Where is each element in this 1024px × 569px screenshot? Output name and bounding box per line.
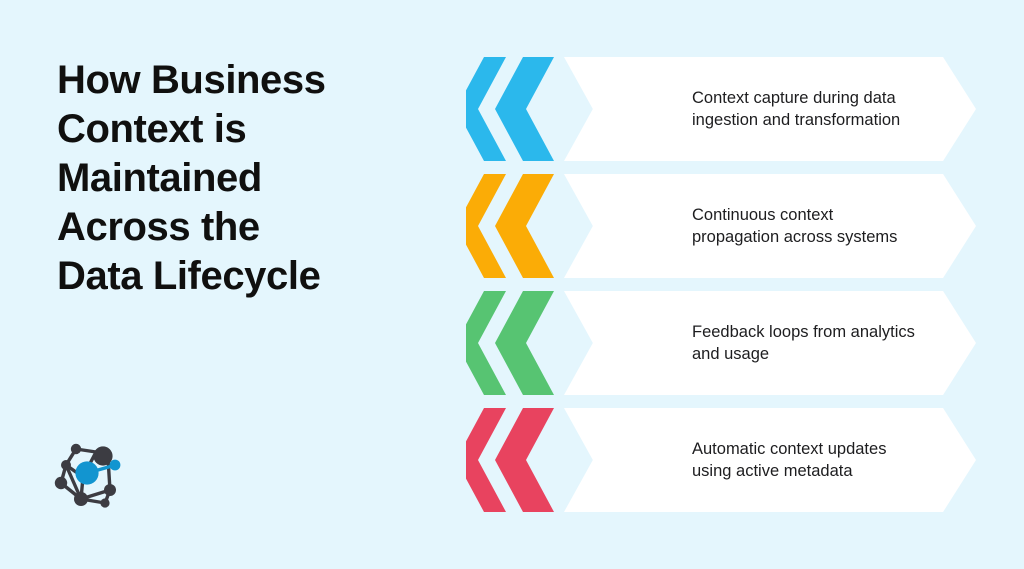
list-item[interactable]: Context capture during data ingestion an… bbox=[466, 57, 976, 161]
banner-shape bbox=[564, 57, 976, 161]
step-banner: Context capture during data ingestion an… bbox=[564, 57, 976, 161]
double-chevron-left-icon bbox=[466, 57, 558, 161]
double-chevron-left-icon bbox=[466, 174, 558, 278]
list-item[interactable]: Continuous context propagation across sy… bbox=[466, 174, 976, 278]
step-banner: Feedback loops from analytics and usage bbox=[564, 291, 976, 395]
step-banner: Automatic context updates using active m… bbox=[564, 408, 976, 512]
chevron-inner bbox=[495, 408, 554, 512]
step-label: Feedback loops from analytics and usage bbox=[692, 323, 915, 363]
chevron-inner bbox=[495, 57, 554, 161]
chevron-outer bbox=[466, 57, 506, 161]
chevron-inner bbox=[495, 291, 554, 395]
double-chevron-left-icon bbox=[466, 291, 558, 395]
title-panel: How Business Context is Maintained Acros… bbox=[0, 0, 440, 569]
list-item[interactable]: Automatic context updates using active m… bbox=[466, 408, 976, 512]
chevron-outer bbox=[466, 291, 506, 395]
network-graph-logo bbox=[53, 435, 131, 515]
step-banner: Continuous context propagation across sy… bbox=[564, 174, 976, 278]
banner-shape bbox=[564, 408, 976, 512]
step-label: Context capture during data ingestion an… bbox=[692, 89, 901, 129]
step-label: Continuous context propagation across sy… bbox=[692, 206, 898, 246]
chevron-outer bbox=[466, 174, 506, 278]
chevron-inner bbox=[495, 174, 554, 278]
banner-shape bbox=[564, 291, 976, 395]
banner-shape bbox=[564, 174, 976, 278]
double-chevron-left-icon bbox=[466, 408, 558, 512]
chevron-outer bbox=[466, 408, 506, 512]
page-title: How Business Context is Maintained Acros… bbox=[57, 58, 326, 298]
step-label: Automatic context updates using active m… bbox=[692, 440, 887, 480]
list-item[interactable]: Feedback loops from analytics and usage bbox=[466, 291, 976, 395]
